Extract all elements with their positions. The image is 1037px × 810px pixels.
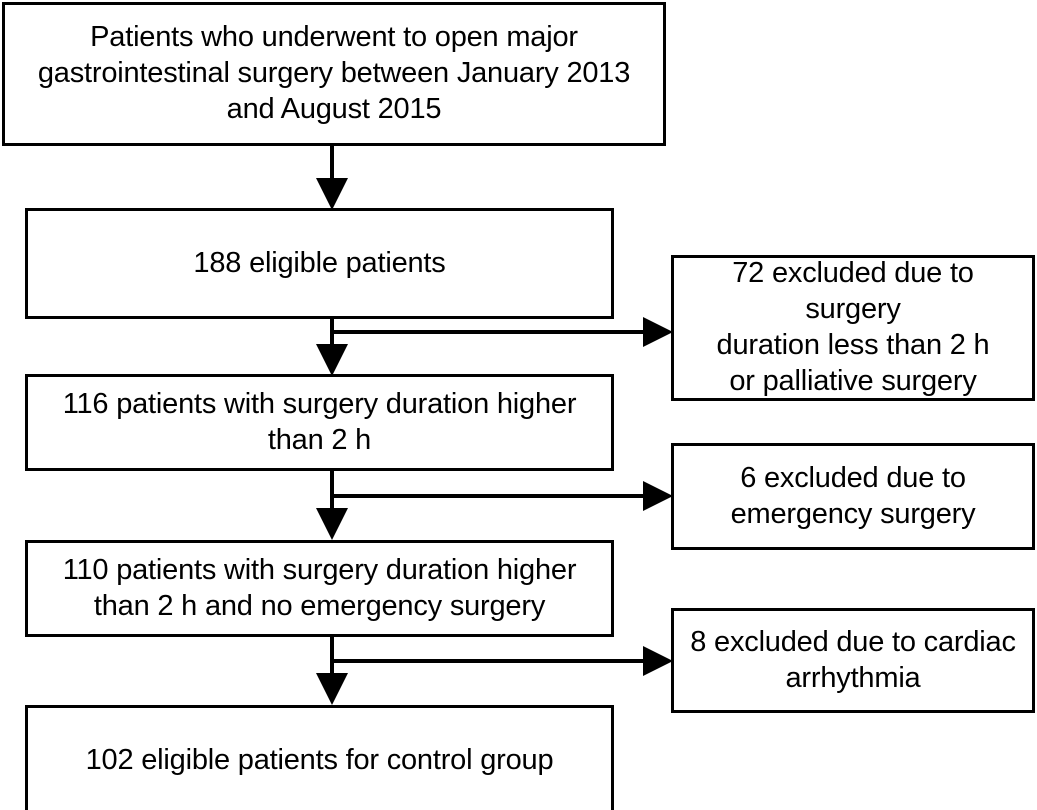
node-patients-over-2h: 116 patients with surgery duration highe…: [25, 374, 614, 471]
connector-over2h-to-noemerg-stem: [330, 471, 334, 509]
connector-over2h-to-excl-emerg-arrowhead: [643, 481, 673, 511]
node-excluded-surgery-duration-label: 72 excluded due to surgery duration less…: [716, 257, 990, 397]
node-patients-over-2h-no-emergency-label: 110 patients with surgery duration highe…: [62, 553, 577, 622]
node-eligible-patients-label: 188 eligible patients: [193, 246, 446, 279]
node-excluded-emergency-surgery: 6 excluded due to emergency surgery: [671, 443, 1035, 550]
connector-eligible-to-excl-duration-arrowhead: [643, 317, 673, 347]
connector-noemerg-to-control-arrowhead: [316, 673, 348, 705]
node-control-group: 102 eligible patients for control group: [25, 705, 614, 810]
connector-enrolled-to-eligible-arrowhead: [316, 178, 348, 210]
connector-noemerg-to-control-stem: [330, 637, 334, 675]
connector-enrolled-to-eligible-stem: [330, 146, 334, 188]
node-eligible-patients: 188 eligible patients: [25, 208, 614, 319]
node-excluded-surgery-duration: 72 excluded due to surgery duration less…: [671, 255, 1035, 401]
connector-over2h-to-noemerg-arrowhead: [316, 508, 348, 540]
node-excluded-cardiac-arrhythmia-label: 8 excluded due to cardiac arrhythmia: [690, 625, 1016, 694]
connector-eligible-to-excl-duration-stem: [330, 330, 646, 334]
connector-eligible-to-over2h-stem: [330, 319, 334, 357]
node-patients-over-2h-no-emergency: 110 patients with surgery duration highe…: [25, 540, 614, 637]
node-excluded-cardiac-arrhythmia: 8 excluded due to cardiac arrhythmia: [671, 608, 1035, 713]
node-excluded-emergency-surgery-label: 6 excluded due to emergency surgery: [730, 461, 976, 530]
node-enrolled-patients: Patients who underwent to open major gas…: [2, 2, 666, 146]
node-patients-over-2h-label: 116 patients with surgery duration highe…: [62, 387, 577, 456]
connector-eligible-to-over2h-arrowhead: [316, 344, 348, 376]
node-control-group-label: 102 eligible patients for control group: [85, 743, 554, 776]
connector-noemerg-to-excl-arrhyth-arrowhead: [643, 646, 673, 676]
node-enrolled-patients-label: Patients who underwent to open major gas…: [37, 21, 631, 125]
connector-noemerg-to-excl-arrhyth-stem: [330, 659, 646, 663]
connector-over2h-to-excl-emerg-stem: [330, 494, 646, 498]
